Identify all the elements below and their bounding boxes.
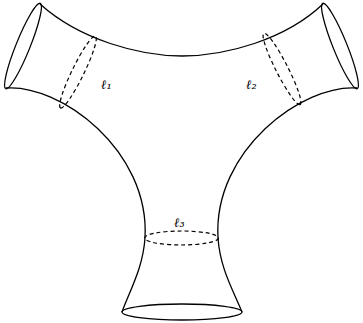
surface-outline <box>40 4 323 56</box>
curve-label: ℓ₁ <box>101 78 112 91</box>
surface-outline <box>218 88 357 312</box>
curve-label: ℓ₂ <box>246 78 257 91</box>
geodesic-curve <box>258 31 305 108</box>
curve-label: ℓ₃ <box>174 216 185 229</box>
boundary-cuff <box>316 1 363 92</box>
geodesic-curve <box>145 231 219 245</box>
boundary-cuff <box>122 304 242 320</box>
geodesic-curve <box>55 33 101 110</box>
boundary-cuff <box>0 1 47 92</box>
surface-outline <box>6 88 145 312</box>
